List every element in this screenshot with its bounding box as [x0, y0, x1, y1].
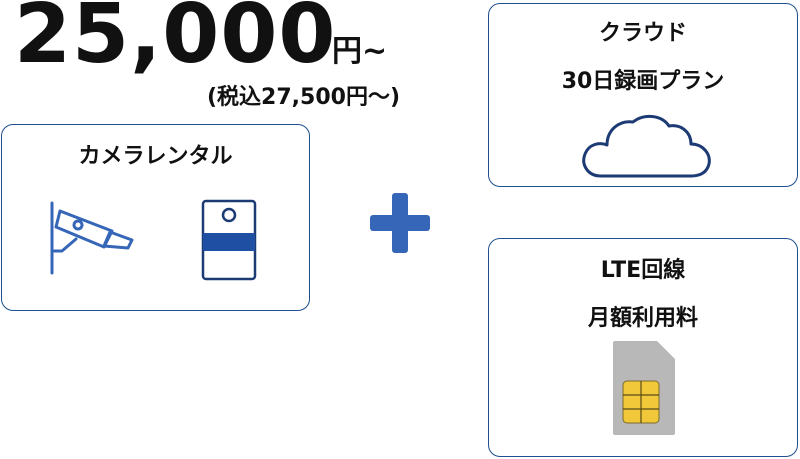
price-amount: 25,000	[14, 0, 337, 82]
camera-rental-card: カメラレンタル	[1, 124, 310, 311]
lte-title: LTE回線	[600, 258, 686, 283]
cloud-plan-title: 30日録画プラン	[561, 69, 725, 94]
cloud-icon	[582, 115, 711, 178]
price-unit: 円~	[332, 34, 388, 69]
lte-fee-title: 月額利用料	[587, 306, 698, 331]
sim-card-icon	[613, 341, 675, 435]
cloud-title: クラウド	[598, 21, 687, 46]
cloud-recording-card: クラウド 30日録画プラン	[488, 3, 798, 187]
plus-icon	[370, 193, 430, 253]
indoor-camera-icon	[201, 199, 257, 281]
price-tax-included: (税込27,500円～)	[207, 85, 401, 110]
camera-rental-title: カメラレンタル	[78, 144, 233, 169]
security-camera-icon	[50, 201, 134, 275]
lte-line-card: LTE回線 月額利用料	[488, 238, 798, 457]
